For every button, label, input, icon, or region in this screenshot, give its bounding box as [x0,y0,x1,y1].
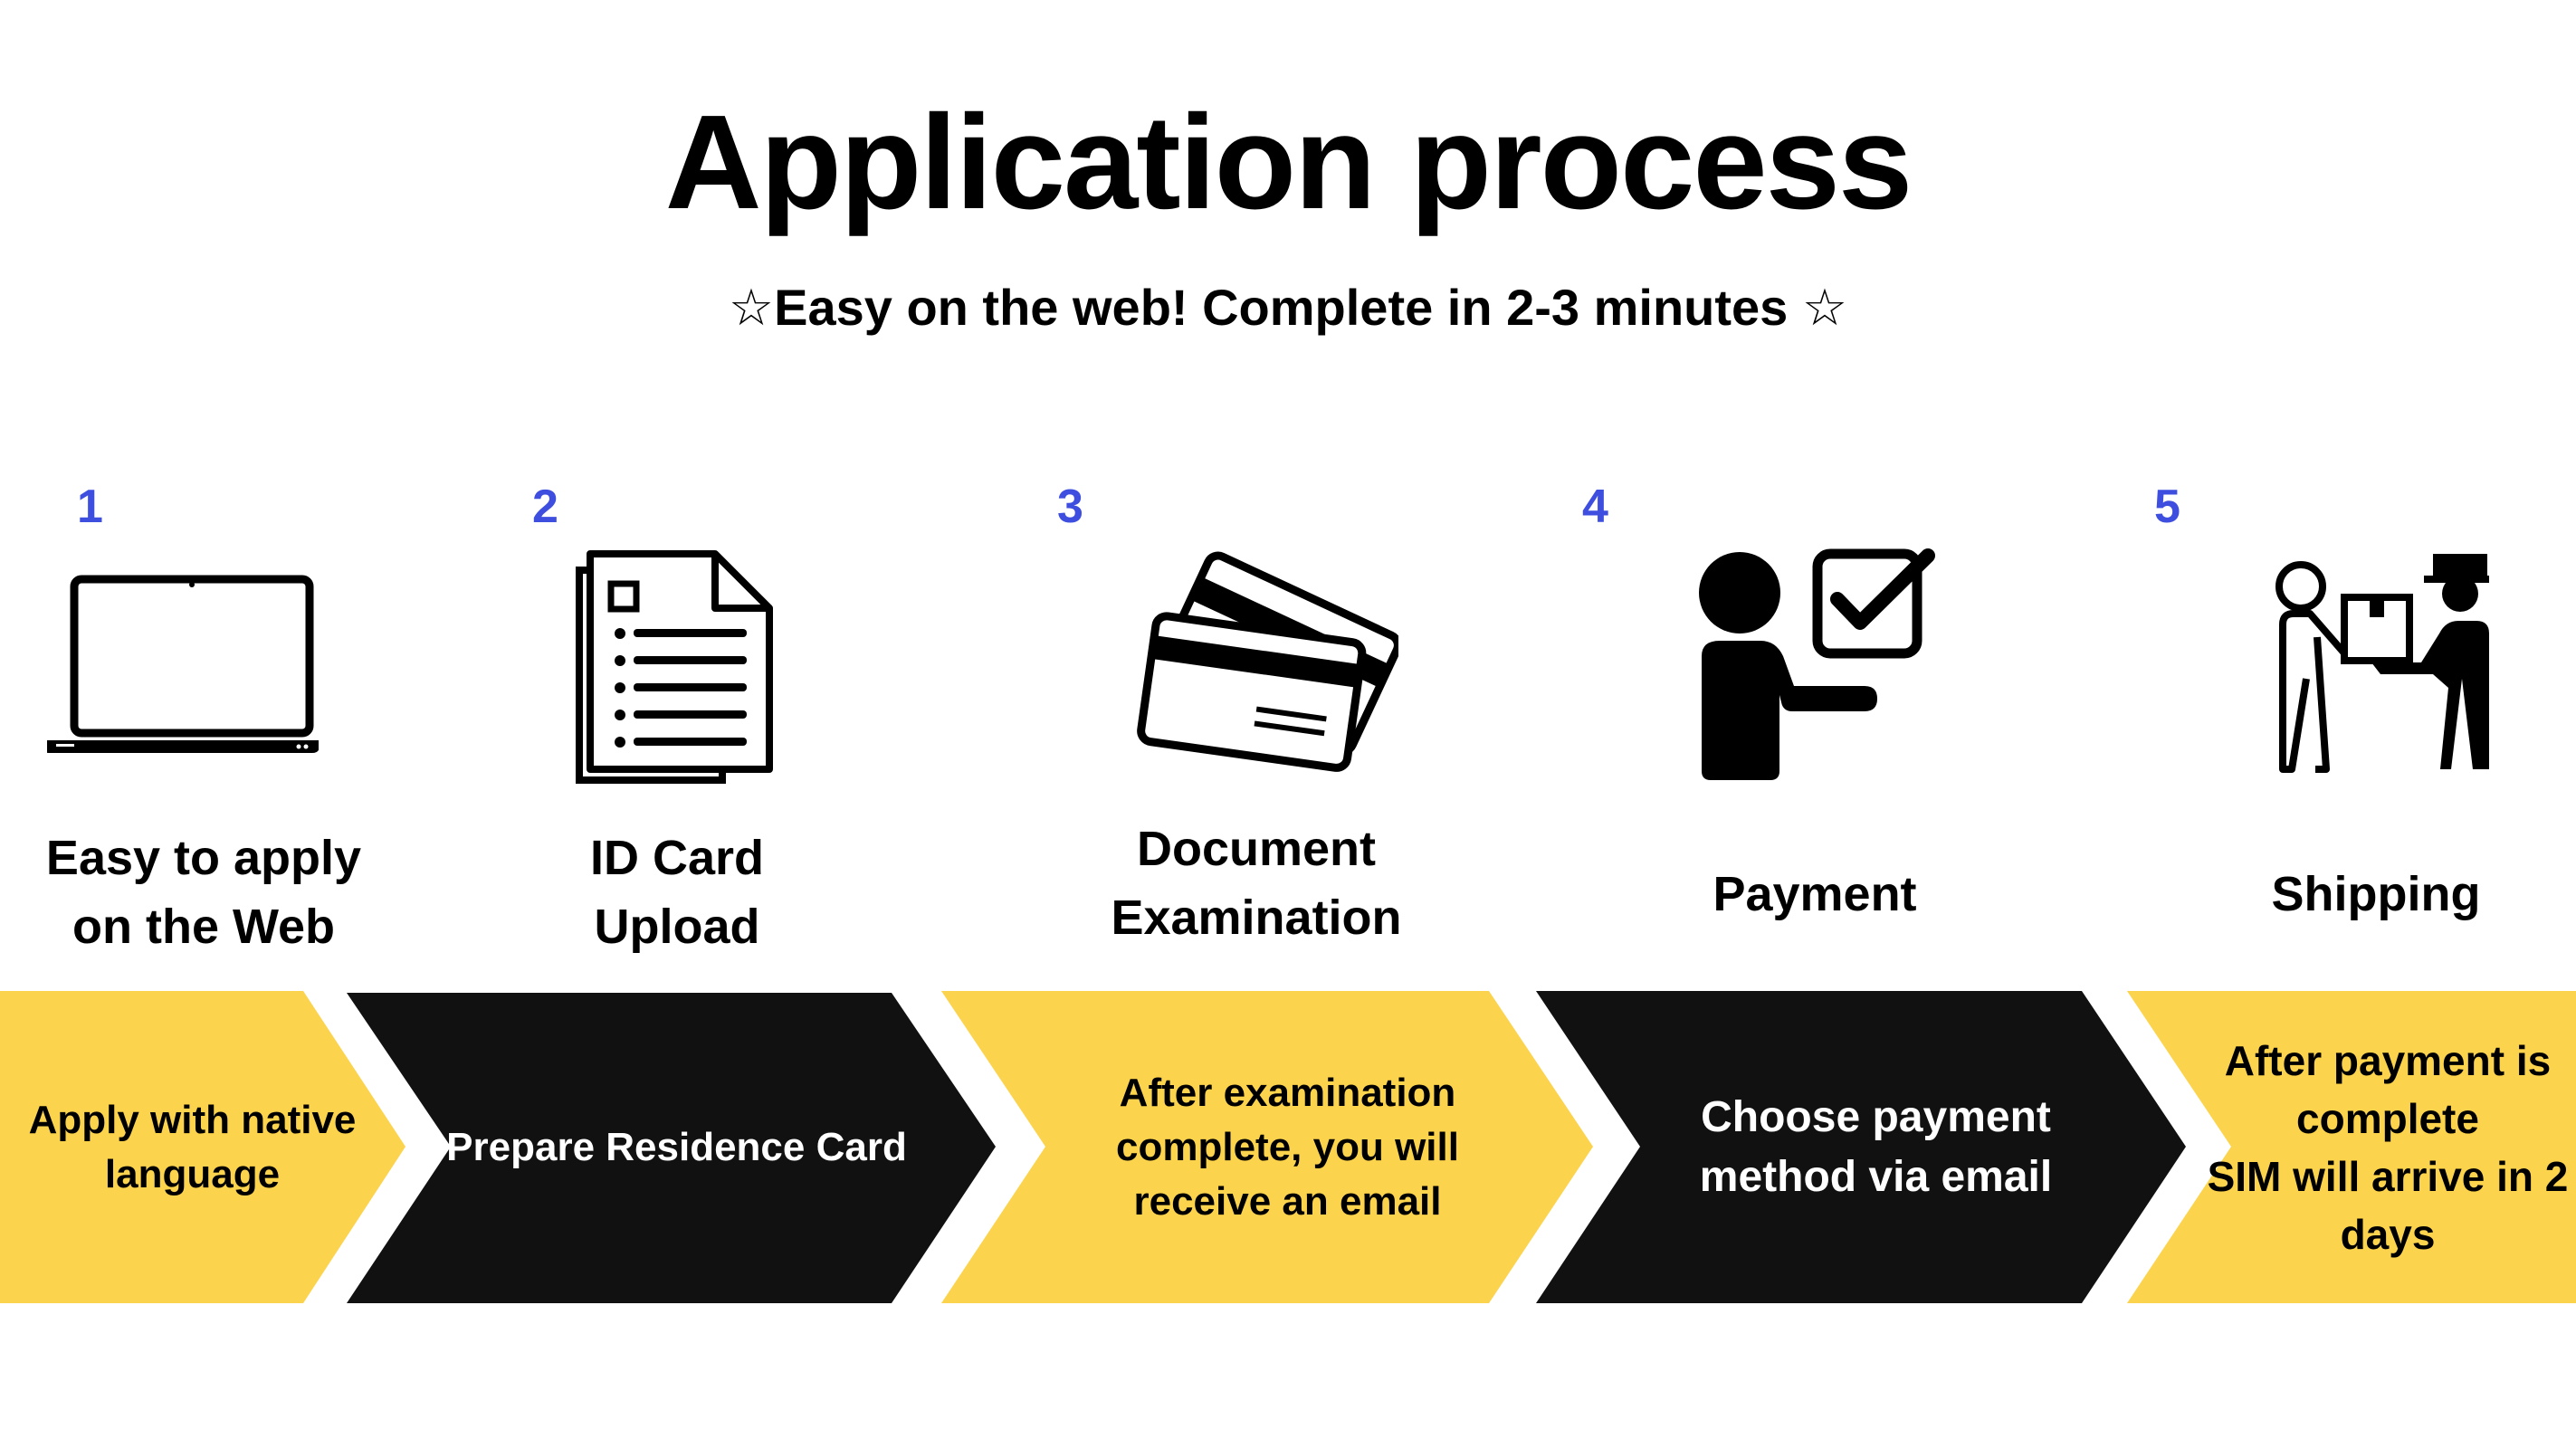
arrow-3 [941,991,1593,1303]
step-number-5: 5 [2154,481,2180,533]
step-label-4: Payment [1713,867,1917,921]
step-number-3: 3 [1057,481,1083,533]
person-check-icon [1693,543,1964,787]
arrow-2 [347,993,996,1303]
step-label-5: Shipping [2271,867,2481,921]
arrow-5-text: After payment is complete SIM will arriv… [2207,1036,2569,1258]
document-icon [543,543,815,787]
step-number-4: 4 [1582,481,1608,533]
arrow-4 [1536,991,2186,1303]
cards-icon [1127,543,1398,787]
step-number-2: 2 [532,481,558,533]
arrow-1-text: Apply with native language [28,1097,357,1196]
step-number-1: 1 [77,481,103,533]
arrow-4-text: Choose payment method via email [1699,1092,2053,1201]
arrow-1 [0,991,405,1303]
process-banner [0,991,2576,1303]
arrow-2-text: Prepare Residence Card [446,1124,907,1169]
laptop-icon [47,543,319,787]
delivery-icon [2263,543,2534,787]
step-label-2: ID Card Upload [589,831,765,954]
arrow-5 [2127,991,2576,1303]
page-title: Application process [664,88,1913,237]
step-label-3: Document Examination [1111,822,1402,945]
step-label-1: Easy to apply on the Web [45,831,362,954]
page-subtitle: ☆Easy on the web! Complete in 2-3 minute… [728,279,1848,336]
arrow-3-text: After examination complete, you will rec… [1116,1070,1459,1224]
